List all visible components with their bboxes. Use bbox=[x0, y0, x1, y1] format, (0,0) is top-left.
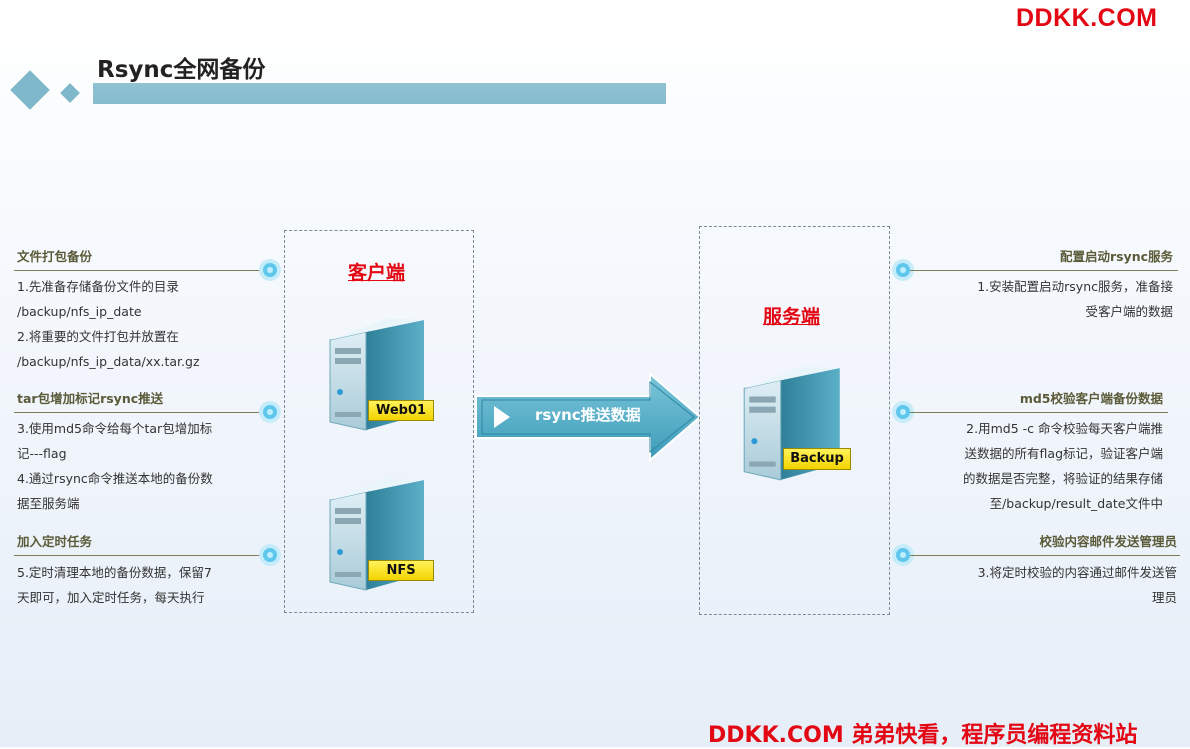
server-group-box bbox=[699, 226, 890, 615]
right-section-1-divider bbox=[910, 270, 1178, 271]
right-section-2-heading: md5校验客户端备份数据 bbox=[1019, 391, 1163, 406]
title-diamond-small bbox=[60, 83, 80, 103]
left-section-3-body: 5.定时清理本地的备份数据，保留7 天即可，加入定时任务，每天执行 bbox=[17, 560, 212, 610]
web01-tag: Web01 bbox=[368, 400, 434, 421]
text-line: 4.通过rsync命令推送本地的备份数 bbox=[17, 471, 213, 486]
left-section-1-bullet-icon bbox=[263, 263, 277, 277]
left-section-3-bullet-icon bbox=[263, 548, 277, 562]
right-section-3-body: 3.将定时校验的内容通过邮件发送管 理员 bbox=[978, 560, 1177, 610]
watermark-top: DDKK.COM bbox=[1016, 4, 1158, 32]
right-section-2-body: 2.用md5 -c 命令校验每天客户端推 送数据的所有flag标记，验证客户端 … bbox=[963, 416, 1163, 516]
text-line: 至/backup/result_date文件中 bbox=[989, 496, 1163, 511]
text-line: 2.将重要的文件打包并放置在 bbox=[17, 329, 179, 344]
text-line: 天即可，加入定时任务，每天执行 bbox=[17, 590, 205, 605]
text-line: /backup/nfs_ip_date bbox=[17, 304, 142, 319]
text-line: 3.使用md5命令给每个tar包增加标 bbox=[17, 421, 213, 436]
right-section-1-bullet-icon bbox=[896, 263, 910, 277]
text-line: 的数据是否完整，将验证的结果存储 bbox=[962, 471, 1163, 486]
right-section-3-divider bbox=[910, 555, 1180, 556]
right-section-2-divider bbox=[910, 412, 1168, 413]
watermark-bottom: DDKK.COM 弟弟快看，程序员编程资料站 bbox=[708, 723, 1138, 748]
left-section-1-heading: 文件打包备份 bbox=[17, 249, 93, 264]
nfs-tag: NFS bbox=[368, 560, 434, 581]
text-line: 1.先准备存储备份文件的目录 bbox=[17, 279, 179, 294]
left-section-2-divider bbox=[14, 412, 264, 413]
text-line: 2.用md5 -c 命令校验每天客户端推 bbox=[966, 421, 1163, 436]
rsync-arrow-label: rsync推送数据 bbox=[535, 406, 641, 424]
right-section-1-body: 1.安装配置启动rsync服务，准备接 受客户端的数据 bbox=[977, 274, 1173, 324]
right-section-3-heading: 校验内容邮件发送管理员 bbox=[1039, 534, 1177, 549]
client-group-box bbox=[284, 230, 474, 613]
left-section-2-bullet-icon bbox=[263, 405, 277, 419]
left-section-2-body: 3.使用md5命令给每个tar包增加标 记---flag 4.通过rsync命令… bbox=[17, 416, 213, 516]
left-section-2-heading: tar包增加标记rsync推送 bbox=[17, 391, 164, 406]
text-line: 记---flag bbox=[17, 446, 67, 461]
text-line: 受客户端的数据 bbox=[1085, 304, 1173, 319]
text-line: 3.将定时校验的内容通过邮件发送管 bbox=[977, 565, 1177, 580]
server-label: 服务端 bbox=[763, 306, 821, 328]
text-line: 5.定时清理本地的备份数据，保留7 bbox=[17, 565, 212, 580]
text-line: 送数据的所有flag标记，验证客户端 bbox=[964, 446, 1163, 461]
right-section-1-heading: 配置启动rsync服务 bbox=[1059, 249, 1173, 264]
left-section-1-divider bbox=[14, 270, 264, 271]
text-line: 据至服务端 bbox=[17, 496, 80, 511]
left-section-1-body: 1.先准备存储备份文件的目录 /backup/nfs_ip_date 2.将重要… bbox=[17, 274, 200, 374]
right-section-2-bullet-icon bbox=[896, 405, 910, 419]
title-underline-bar bbox=[93, 83, 666, 104]
right-section-3-bullet-icon bbox=[896, 548, 910, 562]
left-section-3-heading: 加入定时任务 bbox=[17, 534, 93, 549]
rsync-arrow-icon bbox=[475, 372, 702, 462]
page-title: Rsync全网备份 bbox=[97, 57, 266, 83]
title-diamond-large bbox=[10, 70, 50, 110]
text-line: 1.安装配置启动rsync服务，准备接 bbox=[977, 279, 1173, 294]
text-line: 理员 bbox=[1151, 590, 1177, 605]
left-section-3-divider bbox=[14, 555, 264, 556]
client-label: 客户端 bbox=[348, 262, 406, 284]
backup-tag: Backup bbox=[783, 448, 851, 470]
text-line: /backup/nfs_ip_data/xx.tar.gz bbox=[17, 354, 200, 369]
